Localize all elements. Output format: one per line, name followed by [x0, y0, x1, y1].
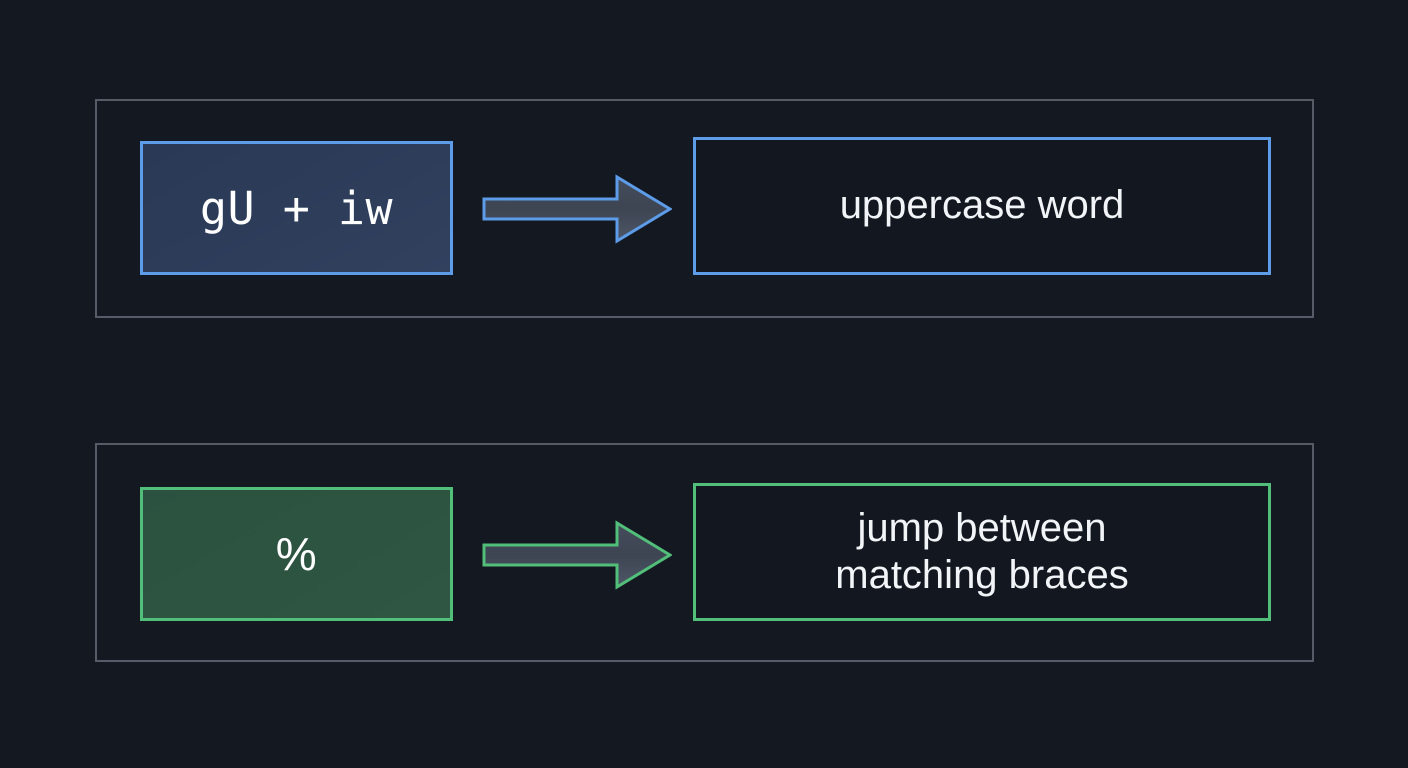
key-label-matching: % — [275, 528, 318, 580]
mapping-group-matching: % jump between matching braces — [95, 443, 1314, 662]
key-label-uppercase: gU + iw — [199, 181, 394, 235]
right-block-arrow-icon — [482, 173, 672, 245]
description-label-matching: jump between matching braces — [835, 505, 1129, 597]
mapping-group-uppercase: gU + iw uppercase word — [95, 99, 1314, 318]
description-label-uppercase: uppercase word — [839, 183, 1125, 228]
right-block-arrow-glyph — [482, 174, 672, 244]
description-box-uppercase[interactable]: uppercase word — [693, 137, 1271, 275]
right-block-arrow-glyph — [482, 520, 672, 590]
right-block-arrow-icon — [482, 519, 672, 591]
key-box-matching[interactable]: % — [140, 487, 453, 621]
description-box-matching[interactable]: jump between matching braces — [693, 483, 1271, 621]
key-box-uppercase[interactable]: gU + iw — [140, 141, 453, 275]
